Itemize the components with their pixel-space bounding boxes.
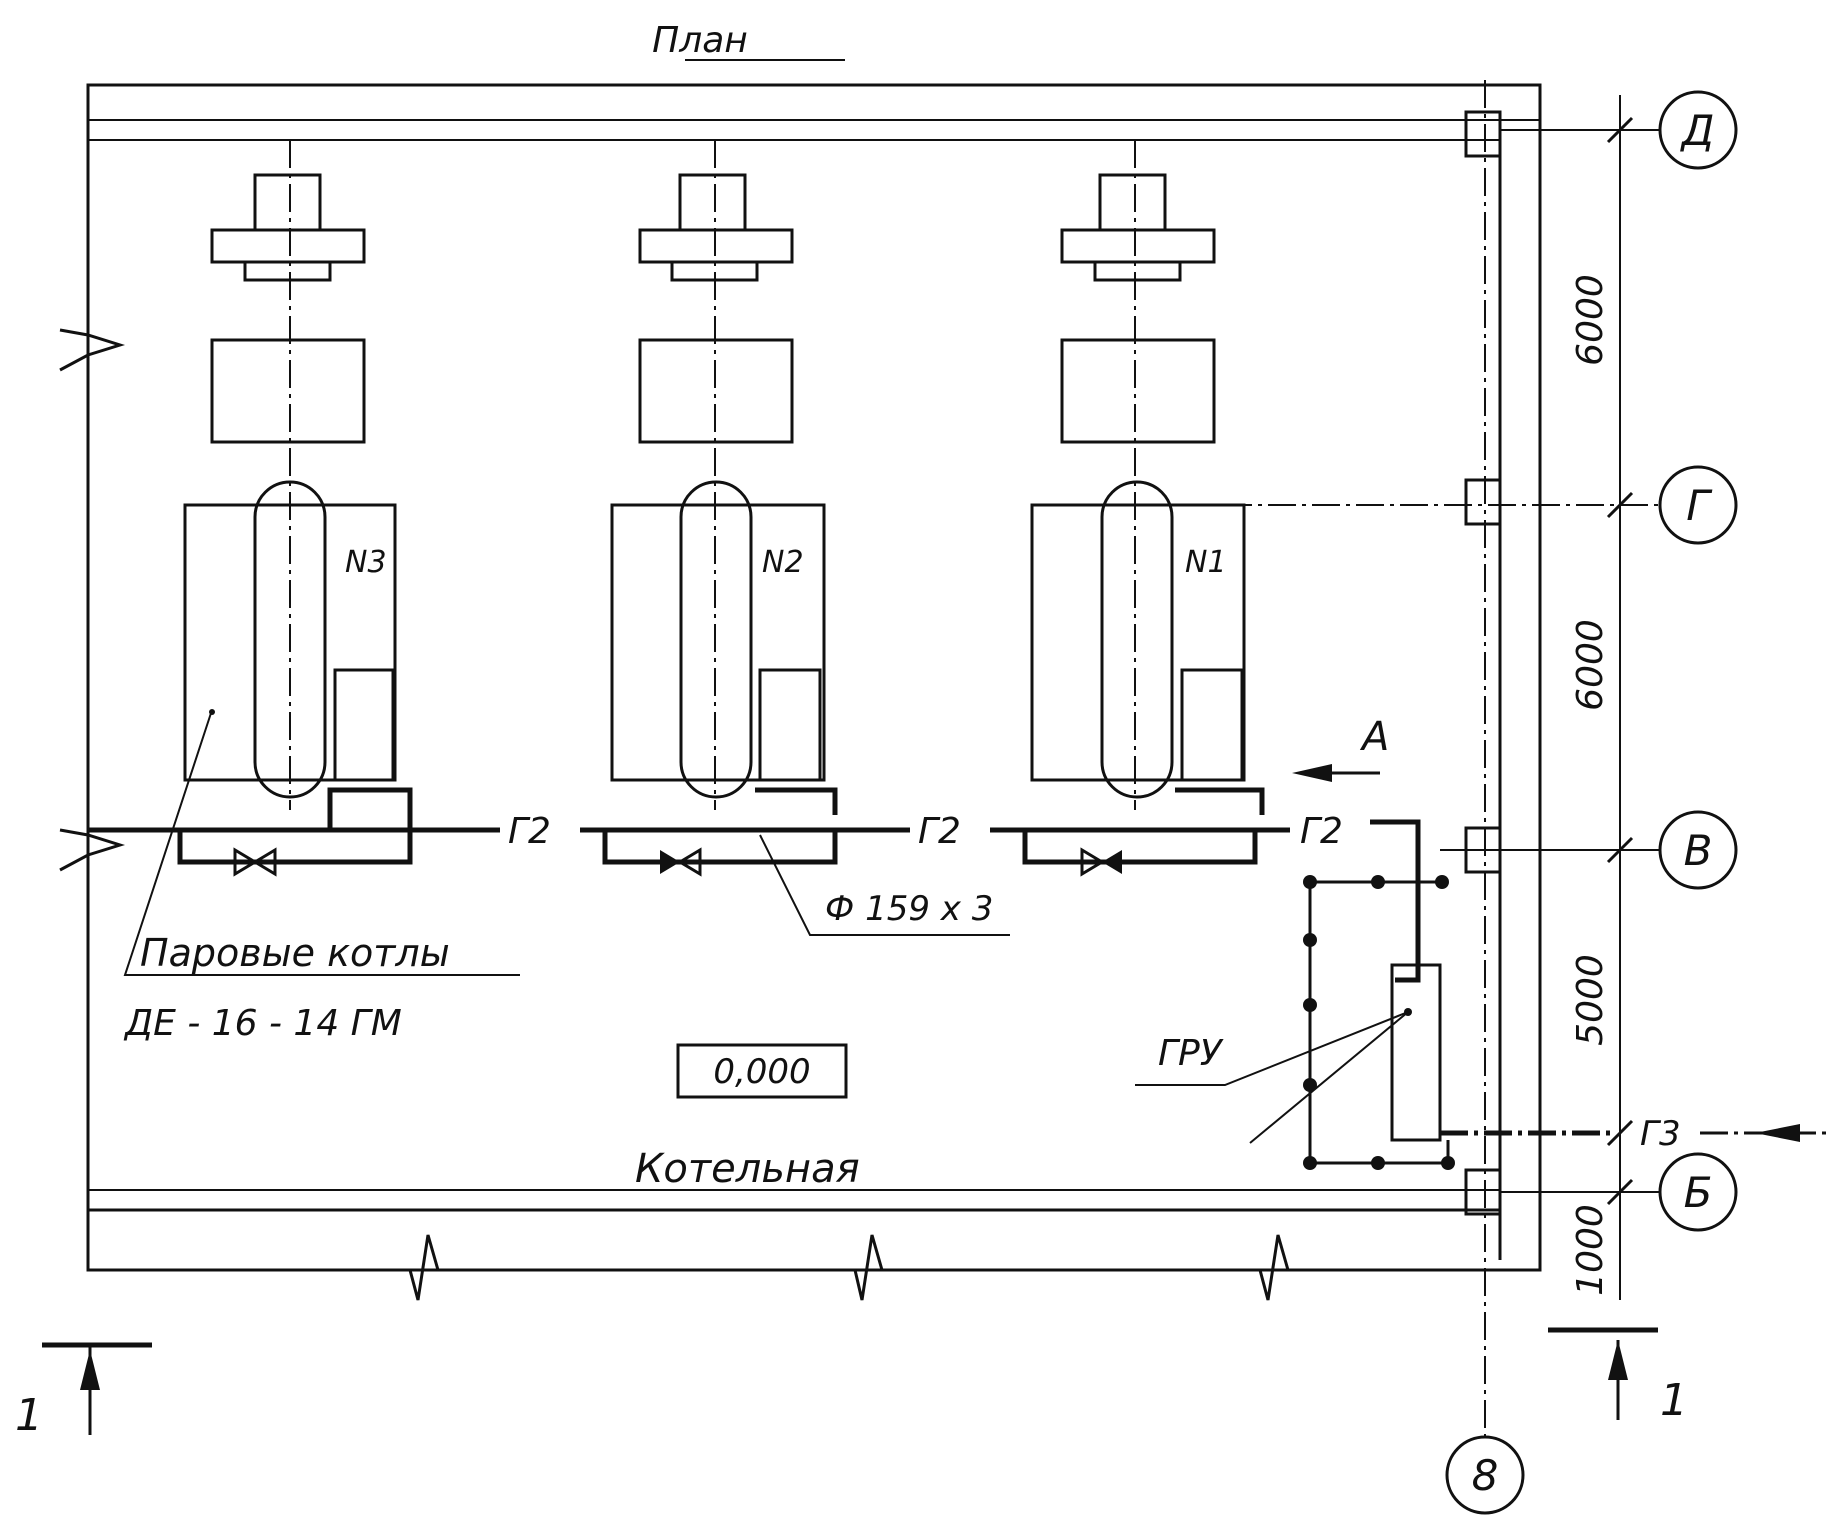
axis-bubble-8: 8 (1445, 1435, 1525, 1515)
boiler-label: N2 (762, 545, 804, 580)
pipe-label-g2: Г2 (508, 811, 551, 852)
dimension-value: 1000 (1570, 1204, 1611, 1296)
bypass-loops (177, 787, 1265, 865)
gru-leader (1135, 1011, 1409, 1086)
dimension-line (1606, 95, 1634, 1300)
break-lines (59, 328, 1298, 1301)
dimension-value: 6000 (1570, 619, 1611, 711)
axis-label: Д (1680, 106, 1715, 155)
section-mark-right: 1 (1548, 1327, 1688, 1426)
axis-label: 8 (1472, 1451, 1499, 1500)
axis-label: В (1684, 826, 1713, 875)
axis-bubble-b: Б (1658, 1152, 1738, 1232)
boiler-n3: N3 (183, 173, 397, 799)
building-walls (86, 83, 1542, 1272)
boiler-label: N1 (1185, 545, 1227, 580)
section-label: 1 (15, 1390, 43, 1441)
view-label: А (1359, 714, 1389, 760)
floor-level-frame (676, 1043, 848, 1099)
boiler-caption-leader (123, 709, 520, 976)
view-arrow-head (1292, 764, 1332, 782)
boiler-caption: Паровые котлы (140, 931, 450, 975)
valve-icon (233, 847, 1122, 877)
gas-inlet-arrow-head (1755, 1124, 1800, 1142)
boiler-model: ДЕ - 16 - 14 ГМ (123, 1003, 402, 1044)
axis-bubble-v: В (1658, 810, 1738, 890)
gru-label: ГРУ (1158, 1033, 1224, 1074)
section-mark-left: 1 (15, 1342, 152, 1441)
pipe-size-leader (759, 834, 1010, 936)
columns (1464, 110, 1502, 1216)
room-name: Котельная (635, 1146, 860, 1192)
section-label: 1 (1660, 1375, 1688, 1426)
floor-level: 0,000 (713, 1052, 810, 1092)
drawing-title: План (652, 20, 748, 61)
boiler-n2: N2 (610, 173, 826, 799)
boiler-axis-lines (289, 140, 1136, 810)
axis-bubble-g: Г (1658, 465, 1738, 545)
gas-regulating-unit (1303, 875, 1610, 1170)
axis-label: Г (1686, 481, 1713, 530)
pipe-label-g2: Г2 (918, 811, 961, 852)
steam-main-pipe (88, 819, 1421, 983)
gas-inlet-label: Г3 (1640, 1114, 1681, 1154)
dimension-value: 5000 (1570, 954, 1611, 1046)
axis-label: Б (1684, 1168, 1713, 1217)
pipe-size-label: Ф 159 х 3 (825, 889, 993, 929)
gru-leader (1249, 1011, 1409, 1144)
row-axis-lines (1180, 129, 1660, 1193)
boiler-n1: N1 (1030, 173, 1246, 799)
boiler-label: N3 (345, 545, 387, 580)
pipe-label-g2: Г2 (1300, 811, 1343, 852)
dimension-value: 6000 (1570, 274, 1611, 366)
axis-bubble-d: Д (1658, 90, 1738, 170)
